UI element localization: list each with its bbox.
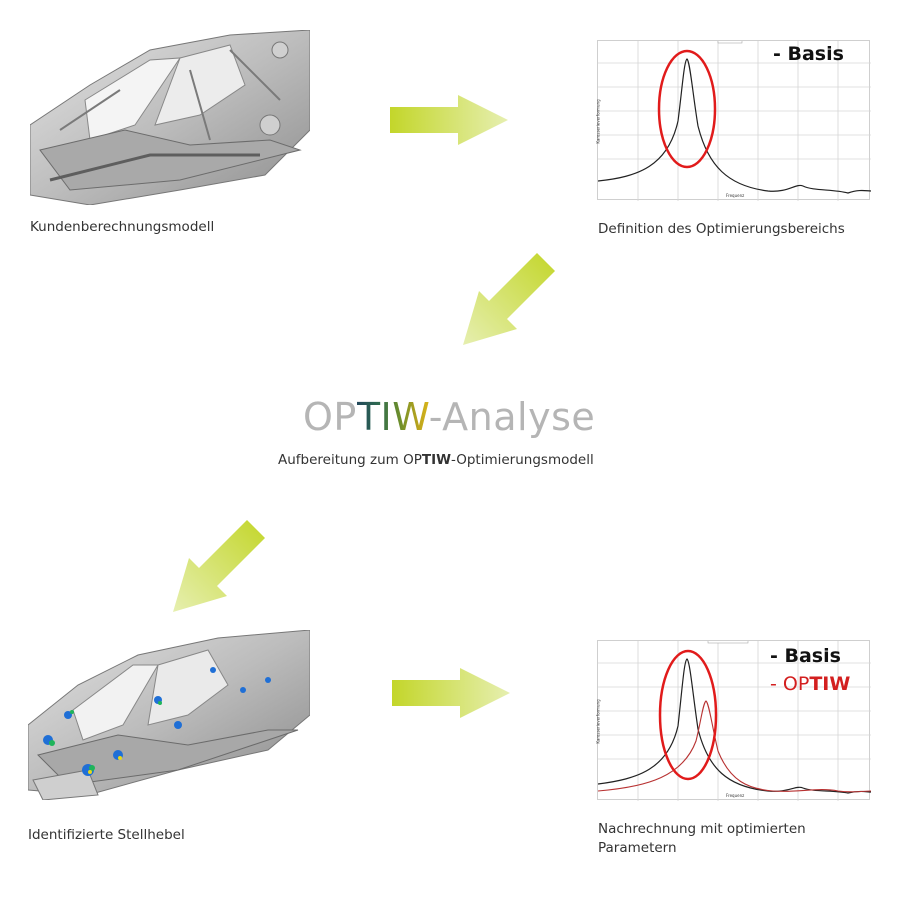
customer-model-image — [29, 29, 311, 206]
chart-basis-xlabel: Frequenz — [726, 193, 745, 198]
arrow-right-bottom-icon — [392, 668, 510, 718]
chart-comparison-ylabel: Karosserieverformung — [595, 699, 601, 744]
chart-basis-legend: - Basis — [773, 43, 844, 65]
logo-tiw: TIW — [356, 395, 429, 439]
caption-recalculation: Nachrechnung mit optimierten Parametern — [598, 821, 806, 856]
caption-preparation: Aufbereitung zum OPTIW-Optimierungsmodel… — [278, 452, 594, 468]
chart-basis-ylabel: Karosserieverformung — [595, 99, 601, 144]
caption-definition: Definition des Optimierungsbereichs — [598, 221, 845, 237]
arrow-down-left-bottom-icon — [173, 520, 265, 612]
chart-comparison-legend-basis: - Basis — [770, 645, 841, 667]
chart-comparison-legend-optiw: - OPTIW — [770, 673, 851, 695]
levers-model-image — [27, 629, 311, 801]
optiw-analyse-logo: OPTIW-Analyse — [303, 395, 595, 439]
chart-comparison: - Basis - OPTIW Frequenz Karosserieverfo… — [595, 640, 871, 801]
chart-basis: - Basis Frequenz Karosserieverformung — [595, 40, 871, 201]
caption-levers: Identifizierte Stellhebel — [28, 827, 185, 843]
logo-analyse: -Analyse — [428, 395, 596, 439]
arrow-down-left-top-icon — [463, 253, 555, 345]
chart-comparison-xlabel: Frequenz — [726, 793, 745, 798]
logo-op: OP — [303, 395, 357, 439]
caption-customer-model: Kundenberechnungsmodell — [30, 219, 215, 235]
arrow-right-top-icon — [390, 95, 508, 145]
